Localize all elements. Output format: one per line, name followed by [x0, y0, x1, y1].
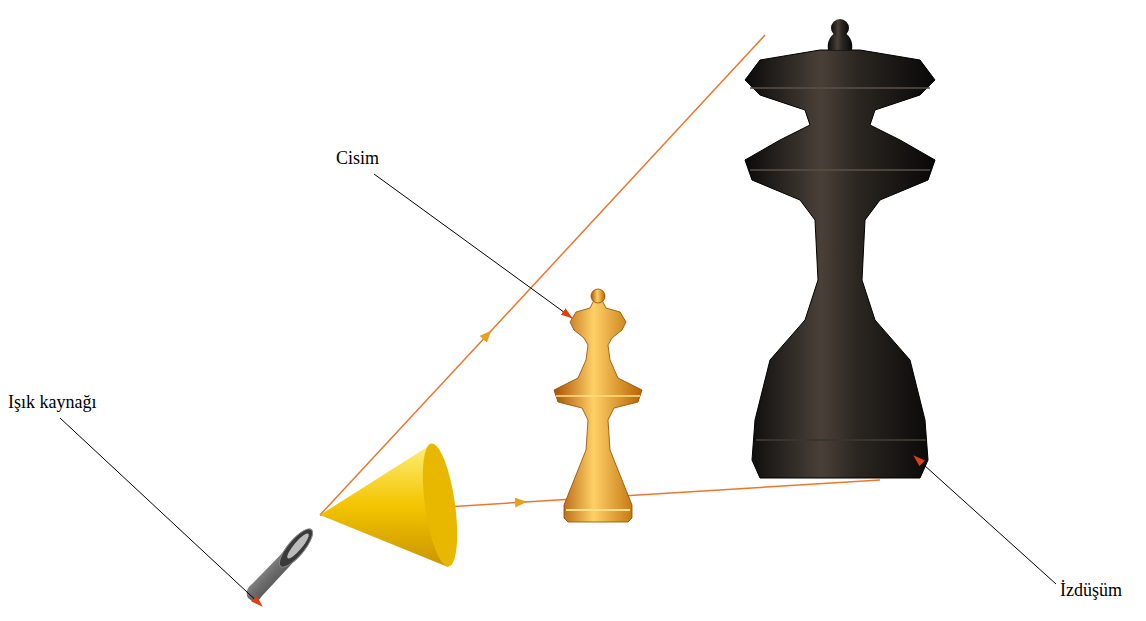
- object-chess-piece: [554, 289, 642, 522]
- light-source: [247, 524, 318, 601]
- light-cone: [320, 442, 463, 569]
- projection-chess-piece: [745, 19, 935, 478]
- part-label: İzdüşüm: [1060, 580, 1122, 602]
- leader-line: [60, 174, 1056, 606]
- part-label: Işık kaynağı: [8, 392, 96, 414]
- part-label: Cisim: [336, 148, 379, 170]
